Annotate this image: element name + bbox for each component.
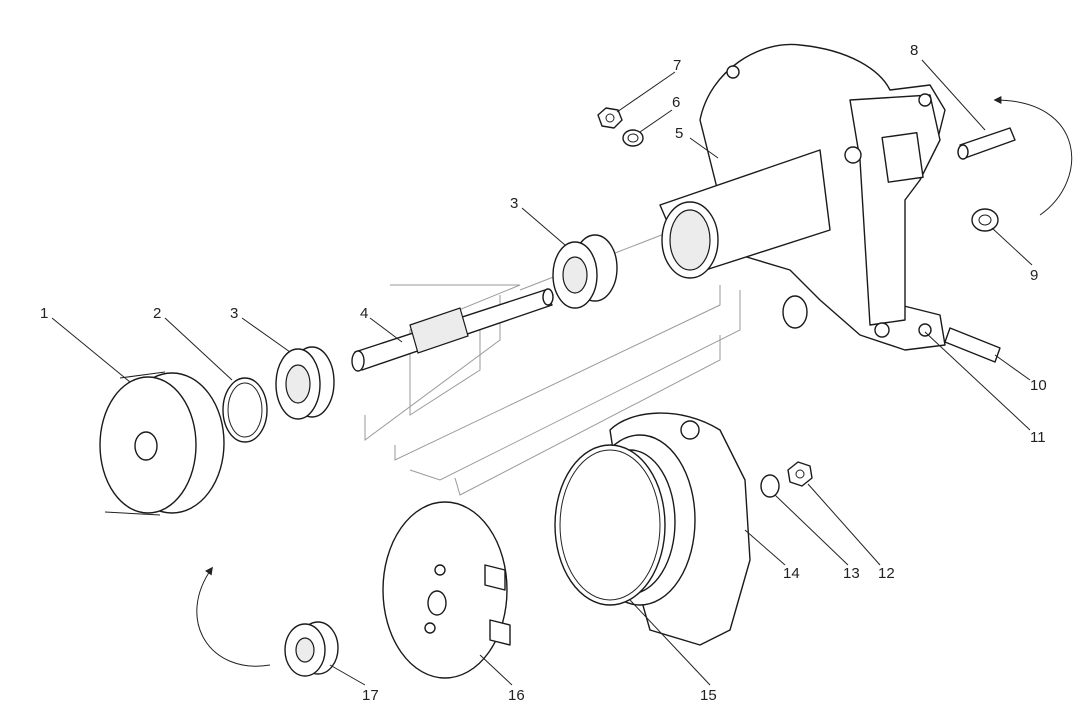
callout-10: 10: [1030, 377, 1047, 394]
part-3-bearing-left: [275, 346, 335, 420]
callout-1: 1: [40, 305, 48, 322]
part-5-housing: [659, 43, 946, 351]
part-16-impeller: [382, 501, 511, 679]
callout-16: 16: [508, 687, 525, 704]
leader-lines: [51, 59, 1033, 686]
part-7-nut: [597, 107, 623, 129]
callout-12: 12: [878, 565, 895, 582]
part-9-washer: [971, 208, 999, 232]
callout-labels: 1 2 3 3 4 5 6 7 8 9 10 11 12 13 14 15 16…: [40, 42, 1047, 704]
part-1-pulley: [99, 371, 225, 516]
callout-4: 4: [360, 305, 368, 322]
part-2-retaining-ring: [222, 377, 268, 443]
part-3-bearing-right: [552, 234, 618, 309]
callout-7: 7: [673, 57, 681, 74]
part-10-stud: [944, 327, 1001, 363]
part-8-stud: [957, 127, 1016, 160]
callout-5: 5: [675, 125, 683, 142]
callout-8: 8: [910, 42, 918, 59]
callout-3b: 3: [510, 195, 518, 212]
part-6-washer: [622, 129, 644, 147]
part-12-nut: [787, 461, 813, 487]
callout-2: 2: [153, 305, 161, 322]
callout-6: 6: [672, 94, 680, 111]
callout-13: 13: [843, 565, 860, 582]
part-13-lock-washer: [760, 474, 780, 498]
callout-15: 15: [700, 687, 717, 704]
part-15-seal-ring: [554, 444, 666, 606]
part-17-seal: [284, 621, 339, 677]
rotation-arrow-right: [993, 96, 1073, 216]
callout-11: 11: [1030, 429, 1046, 446]
callout-17: 17: [362, 687, 379, 704]
callout-9: 9: [1030, 267, 1038, 284]
part-4-shaft: [351, 288, 554, 372]
rotation-arrow-left: [196, 566, 271, 667]
callout-3a: 3: [230, 305, 238, 322]
callout-14: 14: [783, 565, 800, 582]
